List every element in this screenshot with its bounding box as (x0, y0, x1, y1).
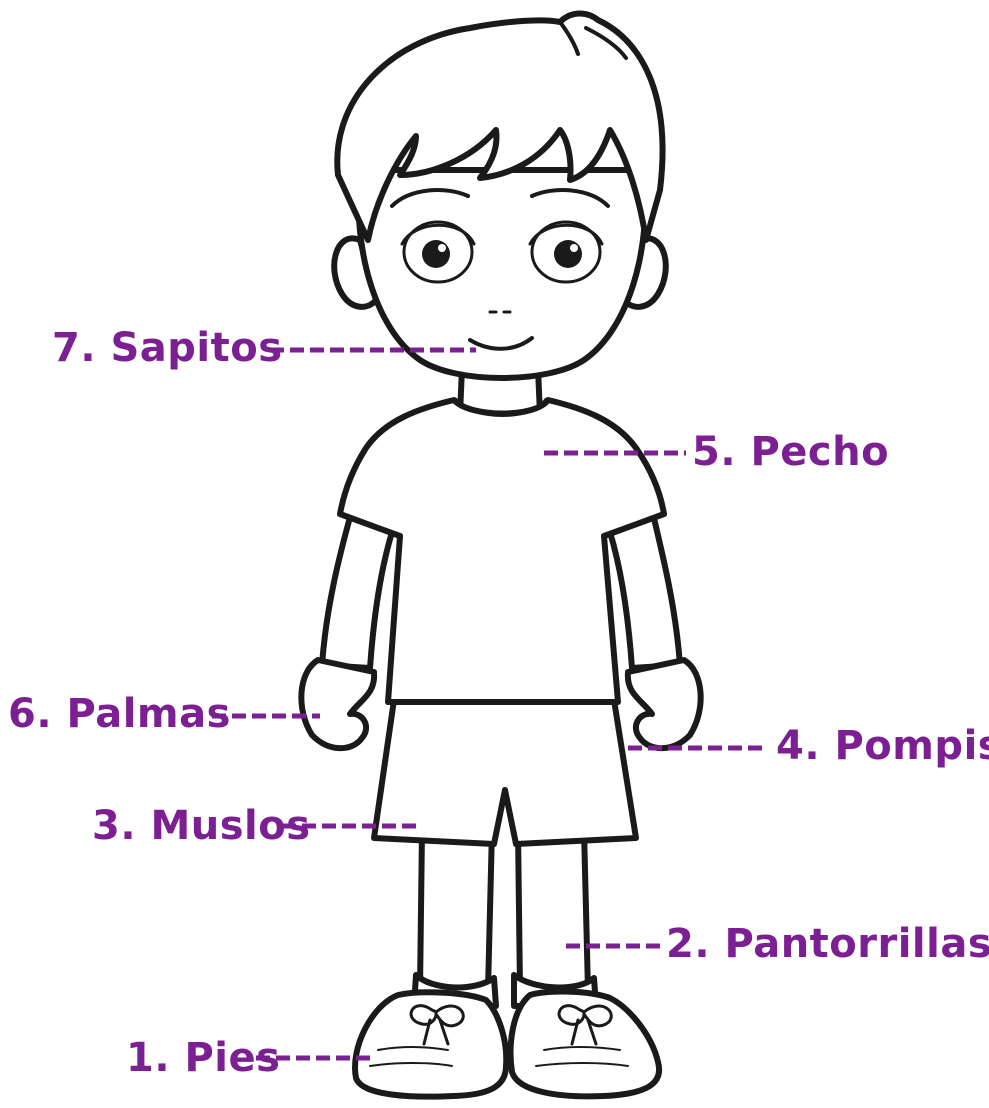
label-pies: 1. Pies (126, 1036, 280, 1080)
left-hand (301, 660, 374, 748)
right-hand (628, 660, 701, 748)
left-leg (420, 830, 492, 990)
label-sapitos: 7. Sapitos (52, 326, 283, 370)
right-pupil (554, 240, 582, 268)
label-pecho: 5. Pecho (692, 430, 889, 474)
left-arm (322, 510, 396, 668)
left-pupil (422, 240, 450, 268)
shorts (374, 700, 636, 844)
label-muslos: 3. Muslos (92, 804, 311, 848)
right-leg (518, 830, 588, 990)
right-shoe (511, 992, 660, 1097)
label-pantorrillas: 2. Pantorrillas (666, 922, 989, 966)
label-palmas: 6. Palmas (8, 692, 231, 736)
label-pompis: 4. Pompis (776, 724, 989, 768)
